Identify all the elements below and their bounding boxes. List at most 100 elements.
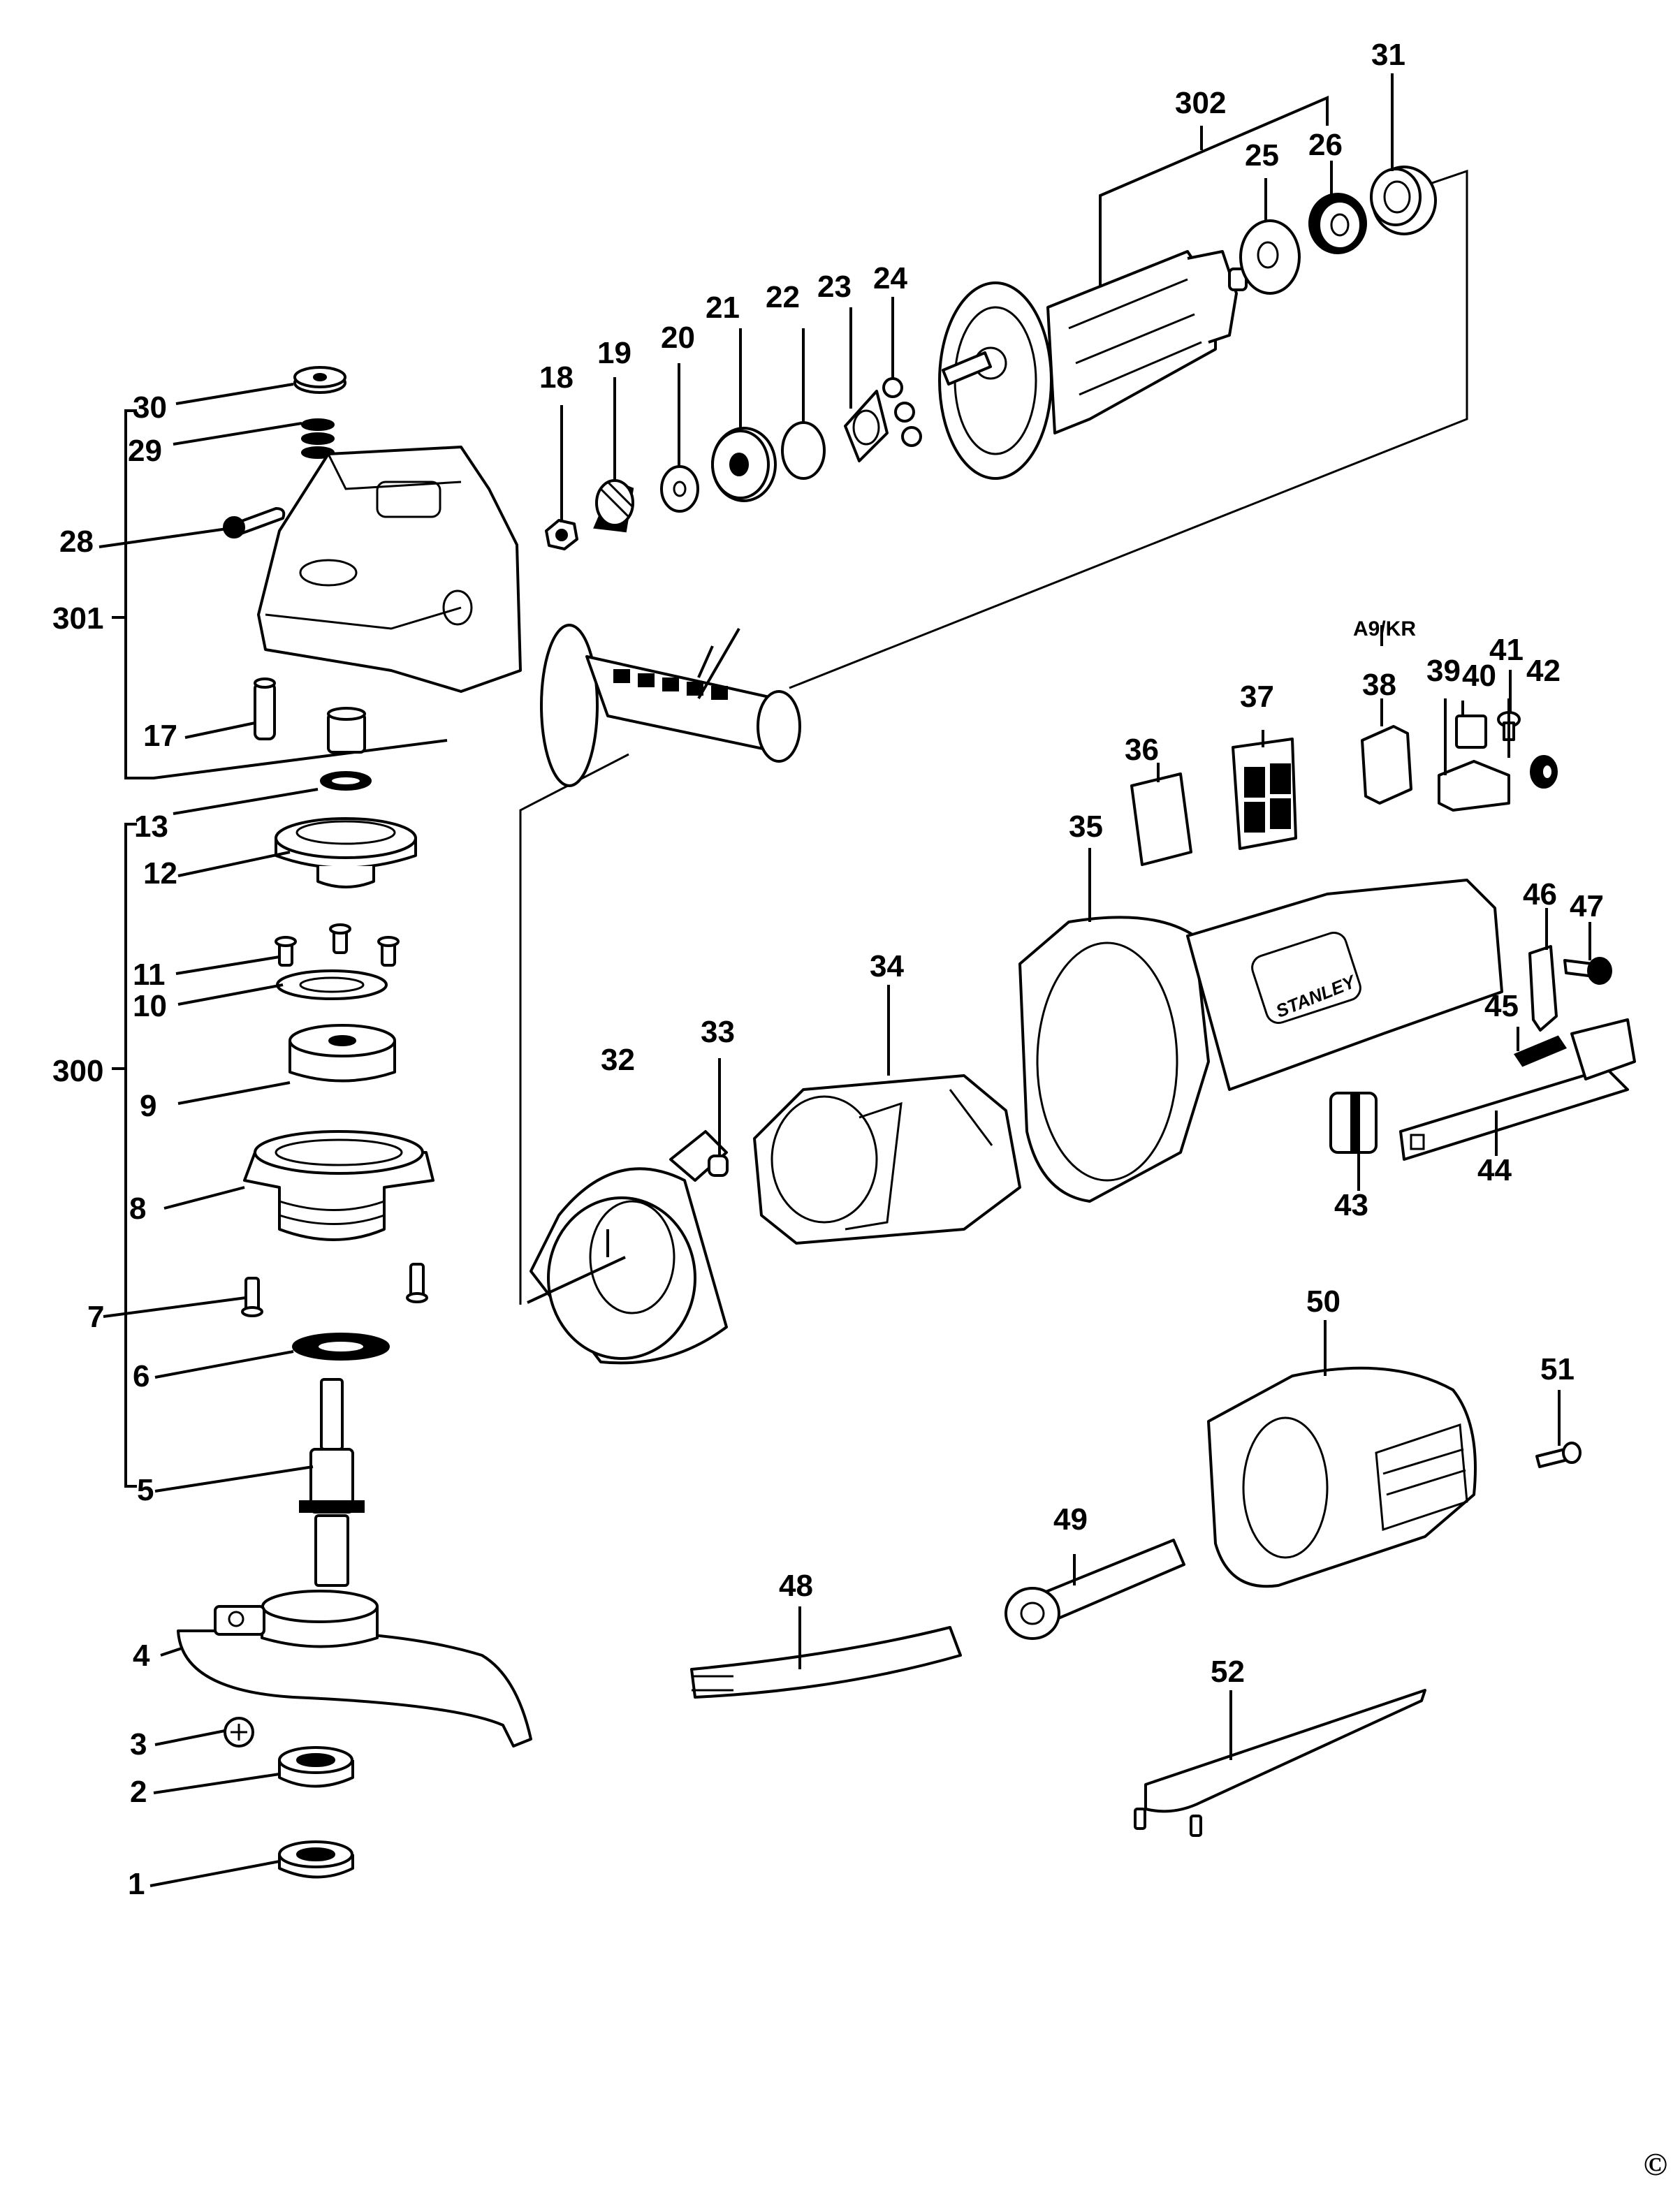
part-15-lock-pin — [254, 677, 276, 740]
label-44: 45 — [1484, 989, 1519, 1023]
label-9: 9 — [140, 1089, 156, 1123]
part-5-spindle — [299, 1378, 365, 1587]
part-7-screws — [241, 1263, 428, 1317]
label-24: 22 — [766, 280, 800, 314]
part-39-carbon-brush — [1455, 715, 1487, 749]
part-41-brush-spring — [1530, 755, 1558, 789]
label-28: 25 — [1245, 138, 1279, 173]
part-12-gear — [275, 817, 417, 888]
label-19: 30 — [133, 390, 167, 425]
part-46-screw — [1563, 957, 1612, 985]
part-26-screws — [882, 377, 922, 447]
part-13-retaining-ring — [320, 771, 372, 791]
label-48: 49 — [1053, 1502, 1088, 1537]
label-29: 26 — [1308, 128, 1343, 162]
label-1: 1 — [128, 1867, 145, 1901]
label-21: 19 — [597, 336, 631, 370]
part-21-pinion — [593, 479, 634, 533]
label-12: 12 — [143, 856, 177, 891]
label-6: 6 — [133, 1359, 149, 1393]
label-49: 50 — [1306, 1284, 1341, 1319]
part-11-screws — [275, 923, 400, 967]
part-25-bearing-plate — [844, 390, 889, 462]
part-47-cable — [690, 1626, 962, 1699]
part-23-bearing — [711, 427, 777, 502]
part-28-baffle — [1239, 219, 1301, 295]
label-3: 3 — [130, 1727, 147, 1761]
part-32-pin — [708, 1155, 729, 1177]
label-2: 2 — [130, 1775, 147, 1809]
label-40: 41 — [1489, 633, 1524, 667]
label-300: 300 — [52, 1054, 103, 1088]
label-26: 24 — [873, 261, 907, 295]
part-45-clip — [1528, 945, 1558, 1032]
part-4-wheel-guard — [177, 1590, 532, 1748]
assembly-300-bracket — [112, 823, 137, 1488]
part-37-suppressor — [1361, 725, 1412, 805]
label-5: 5 — [137, 1473, 154, 1507]
part-43-switch-actuator — [1399, 1018, 1636, 1161]
label-38: 39 — [1426, 654, 1461, 688]
copyright-symbol: © — [1643, 2146, 1667, 2182]
label-301: 301 — [52, 601, 103, 636]
label-302: 302 — [1175, 86, 1226, 120]
part-6-washer — [292, 1333, 390, 1361]
part-35-label — [1130, 772, 1192, 866]
handle-frame-lines — [519, 169, 1468, 1305]
part-22-washer — [660, 465, 699, 513]
part-30-bearing-sleeve — [1370, 166, 1437, 235]
label-46: 47 — [1570, 889, 1604, 923]
label-47: 48 — [779, 1569, 813, 1603]
part-36-switch — [1232, 738, 1297, 850]
label-20: 18 — [539, 360, 574, 395]
part-19-lock-button — [293, 366, 346, 394]
part-18-spring — [301, 418, 335, 459]
part-44-spring — [1513, 1035, 1568, 1067]
leader-lines — [98, 73, 1591, 1887]
label-13: 13 — [134, 809, 168, 844]
part-2-backing-flange — [278, 1746, 354, 1788]
part-42-switch-button — [1329, 1092, 1378, 1154]
label-18: 29 — [128, 434, 162, 468]
label-35: 36 — [1125, 733, 1159, 767]
label-25: 23 — [817, 270, 852, 304]
label-8: 8 — [129, 1192, 146, 1226]
part-10-retaining-plate — [276, 969, 388, 1000]
label-32: 33 — [701, 1015, 735, 1049]
part-52-side-handle — [540, 624, 801, 787]
part-29-bearing — [1308, 193, 1367, 254]
part-armature — [938, 250, 1248, 480]
assembly-301-bracket — [112, 409, 448, 779]
part-1-flange-nut — [278, 1840, 354, 1879]
label-31: 32 — [601, 1043, 635, 1077]
part-3-screw — [224, 1717, 254, 1748]
variant-note-a9kr: A9/KR — [1353, 617, 1416, 640]
label-50: 51 — [1540, 1352, 1575, 1386]
part-49-end-cap — [1207, 1366, 1477, 1588]
part-38-brush-holder — [1438, 760, 1510, 812]
label-36: 37 — [1240, 680, 1274, 714]
label-4: 4 — [133, 1639, 150, 1673]
label-17: 28 — [59, 525, 94, 559]
part-34-motor-housing: STANLEY — [1018, 879, 1503, 1203]
part-48-cord-protector — [1005, 1539, 1185, 1640]
label-7: 7 — [87, 1300, 104, 1334]
label-41: 42 — [1526, 654, 1561, 688]
label-10: 10 — [133, 989, 167, 1023]
label-23: 21 — [706, 291, 740, 325]
label-45: 46 — [1523, 877, 1557, 911]
part-20-nut — [545, 519, 578, 550]
part-8-bearing-housing — [243, 1130, 434, 1241]
part-31-fan-baffle — [529, 1130, 728, 1365]
assembly-302-bracket — [1099, 95, 1329, 293]
part-9-bearing — [288, 1024, 396, 1083]
gear-case — [257, 446, 522, 693]
part-16-bushing — [327, 707, 366, 754]
part-24-baffle-disc — [781, 421, 826, 480]
label-30: 31 — [1371, 38, 1405, 72]
part-50-screw — [1535, 1442, 1582, 1468]
part-51-spanner — [1134, 1689, 1426, 1837]
label-51: 52 — [1211, 1655, 1245, 1689]
label-34: 35 — [1069, 809, 1103, 844]
